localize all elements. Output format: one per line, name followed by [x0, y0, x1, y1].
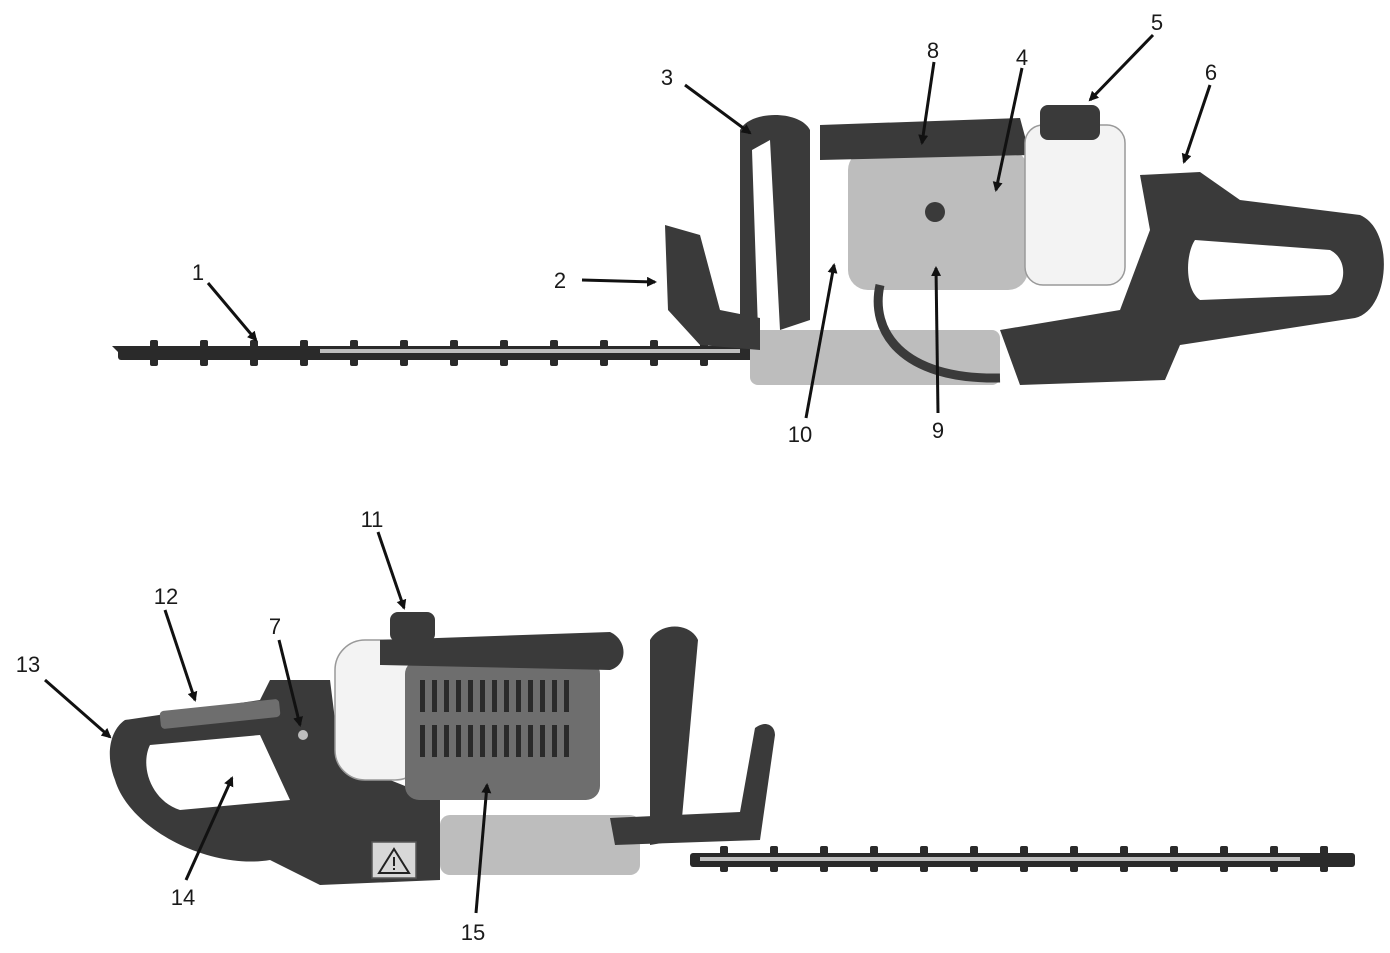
- warning-triangle-icon: [371, 841, 417, 879]
- callout-14: 14: [171, 885, 195, 910]
- callout-3: 3: [661, 65, 673, 90]
- trimmer-bottom-view: [109, 612, 1355, 885]
- callout-4: 4: [1016, 45, 1028, 70]
- callout-6: 6: [1205, 60, 1217, 85]
- callout-1: 1: [192, 260, 204, 285]
- callout-2: 2: [554, 268, 566, 293]
- callout-15: 15: [461, 920, 485, 945]
- callout-10: 10: [788, 422, 812, 447]
- blade-bottom: [690, 846, 1355, 872]
- callout-13: 13: [16, 652, 40, 677]
- part-7-marker: [298, 730, 308, 740]
- callout-arrows: [44, 33, 1212, 914]
- blade-top: [112, 340, 758, 366]
- callout-9: 9: [932, 418, 944, 443]
- trimmer-top-view: [112, 105, 1384, 385]
- callout-5: 5: [1151, 10, 1163, 35]
- callout-11: 11: [361, 507, 384, 532]
- callout-labels: 1 2 3 4 5 6 7 8 9 10 11 12 13 14 15: [16, 10, 1217, 945]
- callout-12: 12: [154, 584, 178, 609]
- callout-8: 8: [927, 38, 939, 63]
- callout-7: 7: [269, 614, 281, 639]
